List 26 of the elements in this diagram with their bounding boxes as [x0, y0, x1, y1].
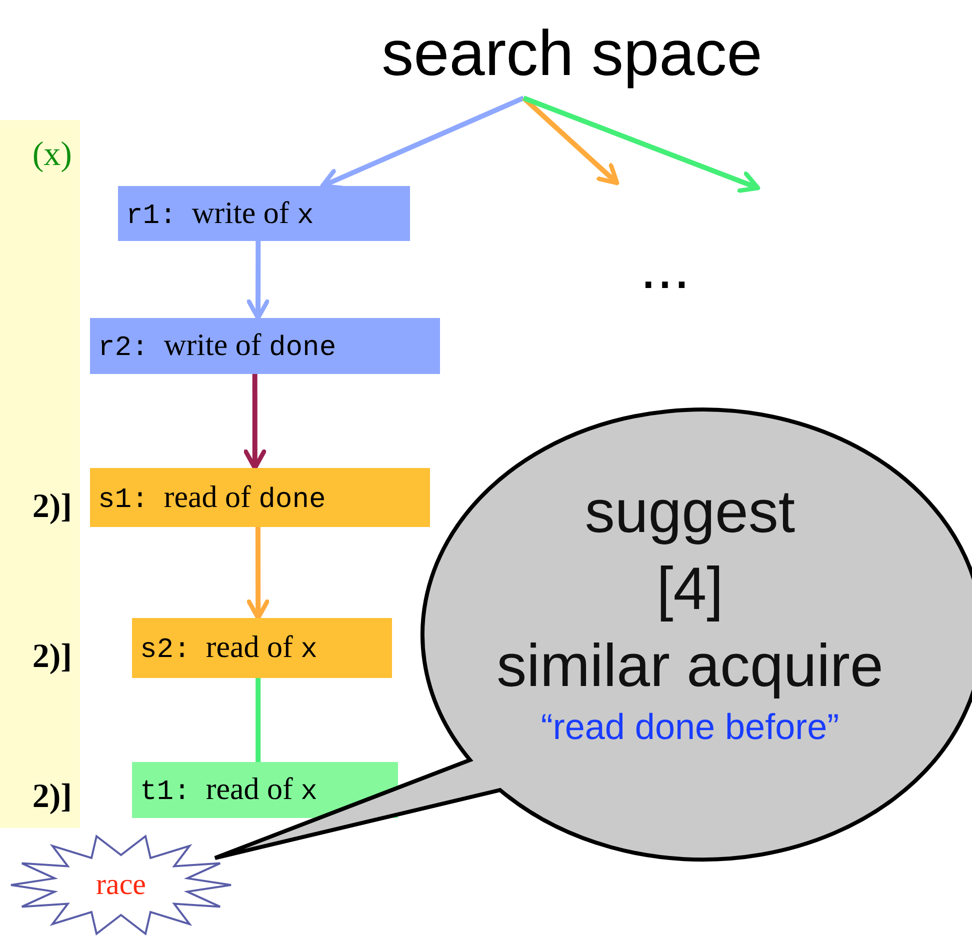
- event-box: [90, 318, 440, 374]
- side-panel: [0, 120, 80, 828]
- ellipsis-text: ...: [640, 238, 690, 298]
- arrow: [246, 527, 270, 620]
- race-label: race: [96, 870, 146, 900]
- arrow: [244, 374, 266, 470]
- bubble-text: suggest: [584, 477, 796, 547]
- node-label: t1: read of x: [140, 773, 318, 807]
- event-box: [90, 468, 430, 527]
- event-box: [132, 618, 392, 678]
- event-box: [132, 762, 398, 818]
- arrow: [246, 241, 270, 320]
- panel-text: 2)]: [32, 780, 72, 814]
- bubble-text: similar acquire: [496, 631, 884, 701]
- arrow: [522, 96, 620, 186]
- quote-text: “read done before”: [540, 705, 840, 749]
- panel-text: (x): [32, 138, 72, 172]
- node-label: r2: write of done: [98, 329, 336, 363]
- panel-text: 2)]: [32, 640, 72, 674]
- node-label: s2: read of x: [140, 631, 318, 665]
- arrow: [522, 96, 760, 193]
- panel-text: 2)]: [32, 490, 72, 524]
- event-box: [118, 186, 410, 241]
- node-label: r1: write of x: [126, 196, 314, 230]
- bubble-text: [4]: [656, 554, 724, 624]
- node-label: s1: read of done: [98, 480, 326, 514]
